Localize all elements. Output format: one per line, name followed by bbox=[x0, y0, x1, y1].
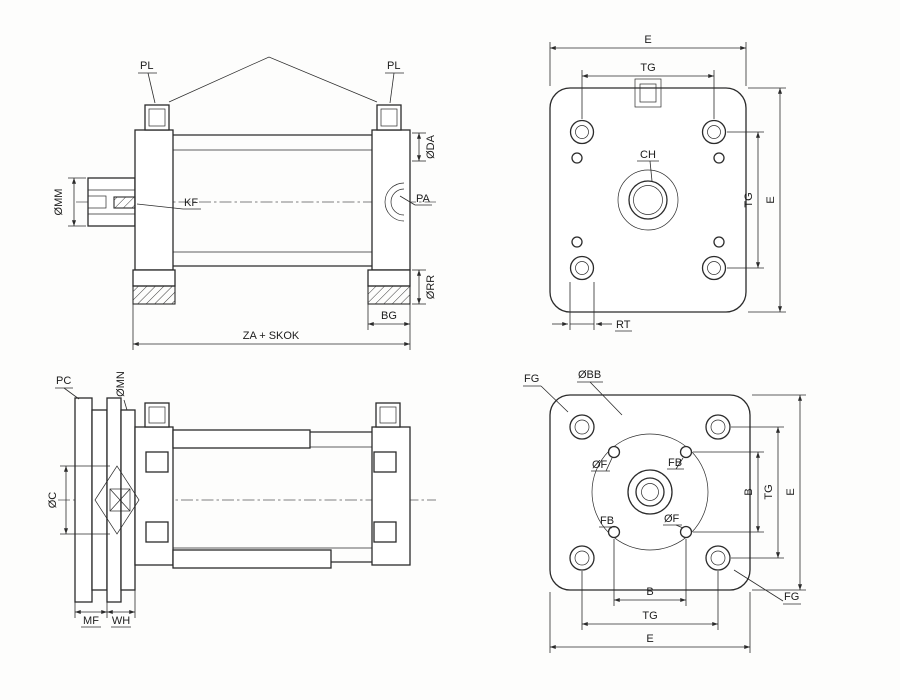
label-pc: PC bbox=[56, 375, 71, 387]
label-tg-bottom: TG bbox=[642, 610, 657, 622]
label-bb: ØBB bbox=[578, 369, 601, 381]
label-rr: ØRR bbox=[425, 275, 437, 300]
label-pl-left: PL bbox=[140, 60, 153, 72]
label-tg-right: TG bbox=[743, 192, 755, 207]
label-e-right: E bbox=[765, 196, 777, 203]
label-b-bottom: B bbox=[646, 586, 653, 598]
corner-hole bbox=[569, 255, 595, 281]
flange-plate bbox=[91, 409, 108, 591]
left-cap bbox=[134, 426, 174, 566]
key-symbol bbox=[109, 488, 131, 512]
label-tg-top: TG bbox=[640, 62, 655, 74]
label-mf: MF bbox=[83, 615, 99, 627]
label-e-bottom: E bbox=[646, 633, 653, 645]
corner-hole bbox=[701, 255, 727, 281]
key-block bbox=[113, 196, 136, 209]
label-f-br: ØF bbox=[664, 513, 680, 525]
port-boss bbox=[87, 177, 136, 227]
tube-circle bbox=[591, 433, 709, 551]
view-front-bottom: FG ØBB ØF FB FB ØF FG B TG bbox=[523, 369, 806, 653]
label-fb-bl: FB bbox=[600, 515, 614, 527]
foot-left bbox=[132, 285, 176, 305]
label-fg-bottom: FG bbox=[784, 591, 799, 603]
corner-hole bbox=[569, 545, 595, 571]
foot-right bbox=[367, 285, 411, 305]
rod-lower bbox=[172, 549, 332, 569]
label-rt: RT bbox=[616, 319, 631, 331]
corner-hole bbox=[705, 414, 731, 440]
tent-lines bbox=[168, 56, 378, 103]
nut-diamond bbox=[94, 465, 140, 535]
label-e-top: E bbox=[644, 34, 651, 46]
label-da: ØDA bbox=[425, 134, 437, 159]
flange-plate bbox=[106, 397, 122, 603]
label-b-right: B bbox=[743, 488, 755, 495]
view-side-top: PL PL ØMM KF PA ØDA ØRR BG bbox=[53, 56, 437, 350]
right-cap bbox=[371, 426, 411, 566]
left-cap bbox=[134, 129, 174, 271]
label-mm: ØMM bbox=[53, 189, 65, 216]
front-plate bbox=[549, 87, 747, 313]
label-mn: ØMN bbox=[115, 371, 127, 397]
label-f-tl: ØF bbox=[592, 459, 608, 471]
view-side-bottom: PC ØMN ØC MF WH bbox=[47, 371, 436, 628]
corner-hole bbox=[701, 119, 727, 145]
label-za-skok: ZA + SKOK bbox=[243, 330, 300, 342]
label-e-right2: E bbox=[785, 488, 797, 495]
fixing-hole bbox=[607, 445, 621, 459]
label-pa: PA bbox=[416, 193, 431, 205]
corner-hole bbox=[705, 545, 731, 571]
label-tg-right2: TG bbox=[763, 484, 775, 499]
label-ch: CH bbox=[640, 149, 656, 161]
label-fg-top: FG bbox=[524, 373, 539, 385]
fixing-hole bbox=[679, 445, 693, 459]
label-fb-tr: FB bbox=[668, 457, 682, 469]
fixing-hole bbox=[679, 525, 693, 539]
label-bg: BG bbox=[381, 310, 397, 322]
label-pl-right: PL bbox=[387, 60, 400, 72]
fixing-hole bbox=[607, 525, 621, 539]
label-c: ØC bbox=[47, 492, 59, 509]
rod-upper bbox=[172, 429, 311, 449]
corner-hole bbox=[569, 119, 595, 145]
label-kf: KF bbox=[184, 197, 198, 209]
rear-plate bbox=[549, 394, 751, 591]
flange-plate bbox=[74, 397, 93, 603]
label-wh: WH bbox=[112, 615, 130, 627]
flange-plate bbox=[120, 409, 136, 591]
corner-hole bbox=[569, 414, 595, 440]
view-front-top: CH E TG TG E RT bbox=[549, 34, 786, 332]
